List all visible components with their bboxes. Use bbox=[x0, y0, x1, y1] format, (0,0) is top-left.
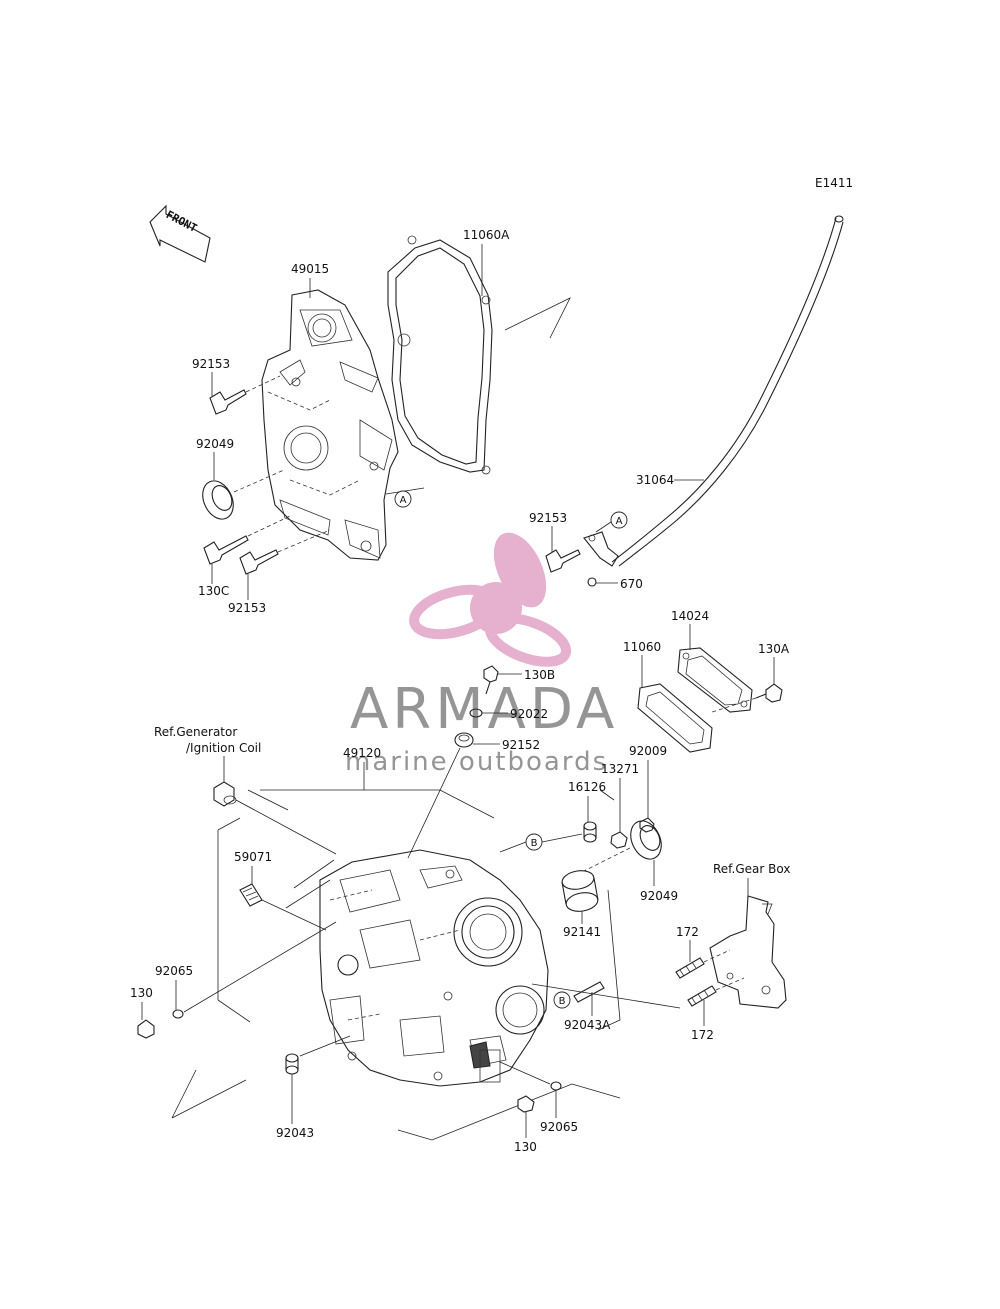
part-92043a: 92043A bbox=[564, 1018, 611, 1032]
gear-box-bracket bbox=[709, 895, 787, 1009]
cap-nut-92152 bbox=[454, 732, 474, 748]
part-670: 670 bbox=[620, 577, 643, 591]
part-130c: 130C bbox=[198, 584, 229, 598]
part-172-top: 172 bbox=[676, 925, 699, 939]
part-49120: 49120 bbox=[343, 746, 381, 760]
tag-a-tube-label: A bbox=[616, 516, 623, 527]
part-92152: 92152 bbox=[502, 738, 540, 752]
bolt-92153-top bbox=[209, 389, 247, 415]
part-130-bottom: 130 bbox=[514, 1140, 537, 1154]
bolt-130-bottom bbox=[517, 1095, 535, 1113]
part-130-left: 130 bbox=[130, 986, 153, 1000]
stud-172-top bbox=[675, 957, 705, 979]
part-130a: 130A bbox=[758, 642, 790, 656]
part-49015: 49015 bbox=[291, 262, 329, 276]
bolt-130-left bbox=[137, 1019, 155, 1039]
part-130b: 130B bbox=[524, 668, 555, 682]
bushing-92141 bbox=[561, 870, 599, 912]
part-11060: 11060 bbox=[623, 640, 661, 654]
oil-seal-92049-mid bbox=[630, 820, 662, 860]
o-ring-670 bbox=[587, 577, 597, 587]
tag-b-upper-label: B bbox=[531, 838, 538, 849]
tag-a-tube bbox=[610, 511, 628, 529]
washer-92065-bottom bbox=[550, 1081, 562, 1091]
dowel-92043 bbox=[285, 1053, 299, 1075]
front-arrow-icon: FRONT bbox=[149, 204, 211, 263]
tag-b-lower-label: B bbox=[559, 996, 566, 1007]
part-16126: 16126 bbox=[568, 780, 606, 794]
diagram-code: E1411 bbox=[815, 176, 853, 190]
nut-13271 bbox=[610, 831, 628, 849]
bolt-130b bbox=[483, 665, 499, 695]
stud-172-bottom bbox=[687, 985, 717, 1007]
bolt-92153-bottom bbox=[239, 549, 279, 575]
cover-14024 bbox=[677, 647, 753, 713]
part-172-bottom: 172 bbox=[691, 1028, 714, 1042]
bolt-92153-mid bbox=[545, 549, 581, 573]
gear-case-cover bbox=[261, 289, 399, 561]
tag-a-cover-label: A bbox=[400, 495, 407, 506]
tag-b-lower bbox=[553, 991, 571, 1009]
pin-92043a bbox=[573, 981, 605, 1003]
part-13271: 13271 bbox=[601, 762, 639, 776]
part-92153-top: 92153 bbox=[192, 357, 230, 371]
armada-logo-icon bbox=[409, 532, 572, 667]
part-92009: 92009 bbox=[629, 744, 667, 758]
ref-generator-line1: Ref.Generator bbox=[154, 725, 237, 739]
part-92049-mid: 92049 bbox=[640, 889, 678, 903]
washer-92065-left bbox=[172, 1009, 184, 1019]
tag-a-cover bbox=[394, 490, 412, 508]
watermark-tagline: marine outboards bbox=[345, 747, 608, 777]
gasket-11060 bbox=[637, 683, 713, 753]
ref-generator-line2: /Ignition Coil bbox=[186, 741, 261, 755]
dipstick-tube-31064 bbox=[611, 215, 844, 567]
part-92065-bottom: 92065 bbox=[540, 1120, 578, 1134]
gasket-11060a bbox=[387, 235, 493, 475]
part-92153-bottom: 92153 bbox=[228, 601, 266, 615]
part-92043: 92043 bbox=[276, 1126, 314, 1140]
part-92141: 92141 bbox=[563, 925, 601, 939]
ref-gearbox: Ref.Gear Box bbox=[713, 862, 790, 876]
bolt-130c bbox=[203, 535, 249, 565]
part-92065-left: 92065 bbox=[155, 964, 193, 978]
nut-ref-generator bbox=[213, 781, 237, 807]
oil-seal-92049-top bbox=[202, 480, 234, 520]
stud-59071 bbox=[239, 883, 263, 907]
watermark-brand: ARMADA bbox=[350, 677, 618, 742]
part-31064: 31064 bbox=[636, 473, 674, 487]
bolt-130a bbox=[755, 683, 783, 703]
part-92022: 92022 bbox=[510, 707, 548, 721]
part-92049-top: 92049 bbox=[196, 437, 234, 451]
part-92153-mid: 92153 bbox=[529, 511, 567, 525]
tube-bracket bbox=[583, 531, 619, 567]
part-59071: 59071 bbox=[234, 850, 272, 864]
part-14024: 14024 bbox=[671, 609, 709, 623]
part-11060a: 11060A bbox=[463, 228, 510, 242]
dowel-16126 bbox=[583, 821, 597, 843]
crankcase-49120 bbox=[319, 849, 549, 1087]
